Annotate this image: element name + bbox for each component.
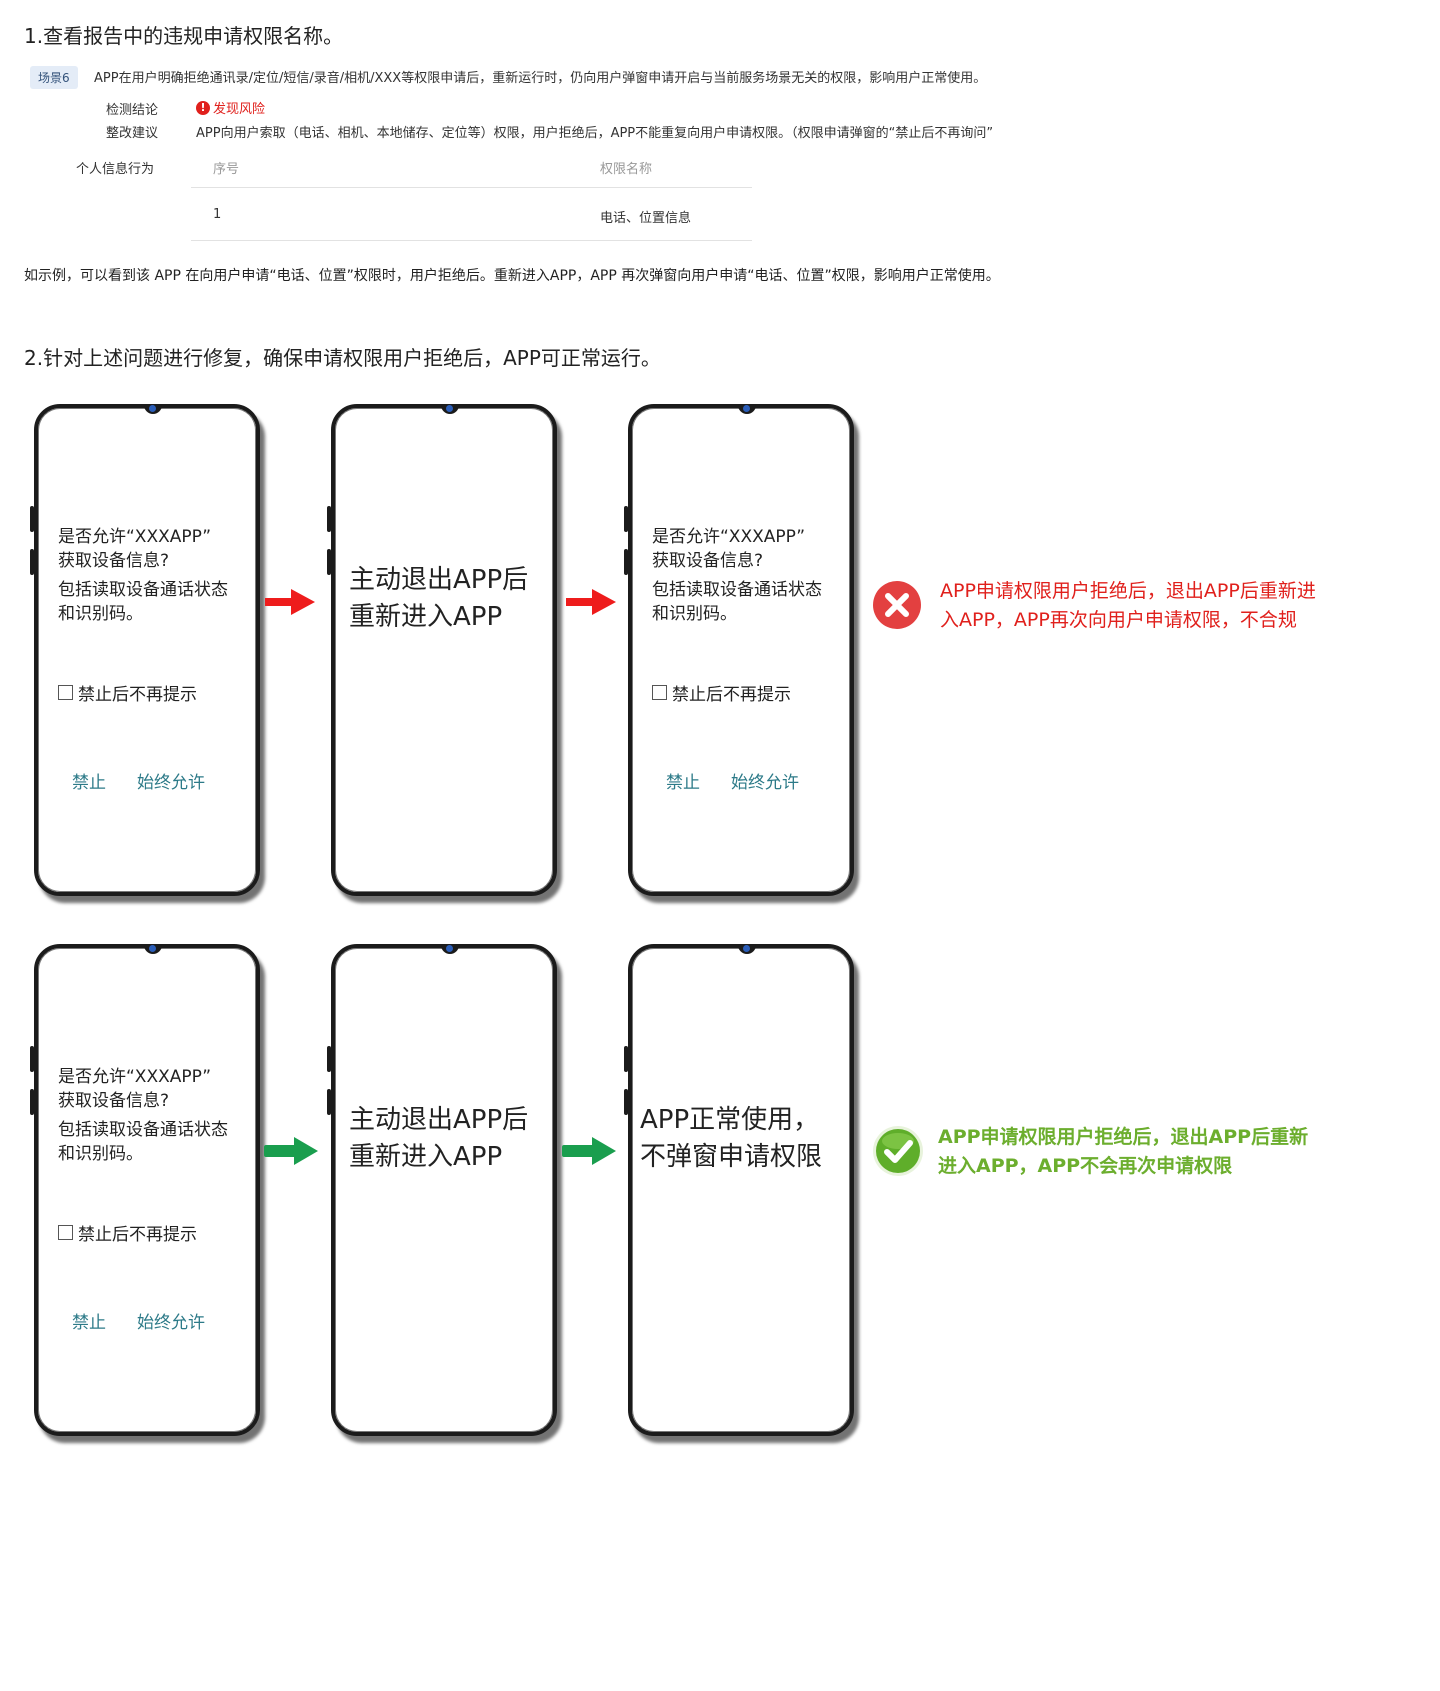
allow-button[interactable]: 始终允许 bbox=[731, 773, 799, 793]
table-header-index: 序号 bbox=[213, 162, 240, 177]
camera-notch bbox=[441, 404, 459, 414]
permission-table: 序号 权限名称 1 电话、位置信息 bbox=[191, 150, 752, 242]
non-compliant-note-line1: APP申请权限用户拒绝后，退出APP后重新进 bbox=[940, 580, 1316, 602]
dialog-detail-1: 包括读取设备通话状态 bbox=[58, 1120, 228, 1140]
red-arrow-icon bbox=[566, 589, 616, 615]
deny-button[interactable]: 禁止 bbox=[666, 773, 700, 793]
dialog-subtitle: 获取设备信息? bbox=[58, 1091, 170, 1111]
table-divider bbox=[191, 187, 752, 188]
dialog-title: 是否允许“XXXAPP” bbox=[652, 527, 805, 547]
dont-ask-checkbox[interactable]: 禁止后不再提示 bbox=[652, 680, 791, 705]
suggest-value: APP向用户索取（电话、相机、本地储存、定位等）权限，用户拒绝后，APP不能重复… bbox=[196, 126, 994, 141]
compliant-note: APP申请权限用户拒绝后，退出APP后重新 进入APP，APP不会再次申请权限 bbox=[938, 1123, 1308, 1181]
allow-button[interactable]: 始终允许 bbox=[137, 1313, 205, 1333]
result-value: ! 发现风险 bbox=[196, 98, 265, 117]
phone-permission-dialog: 是否允许“XXXAPP” 获取设备信息? 包括读取设备通话状态 和识别码。 禁止… bbox=[30, 404, 260, 898]
reenter-text-2: 重新进入APP bbox=[349, 602, 503, 632]
dialog-detail-2: 和识别码。 bbox=[58, 604, 143, 624]
checkbox-icon[interactable] bbox=[58, 1225, 73, 1240]
checkbox-label: 禁止后不再提示 bbox=[78, 1225, 197, 1245]
section1-heading: 1.查看报告中的违规申请权限名称。 bbox=[24, 24, 344, 48]
deny-button[interactable]: 禁止 bbox=[72, 1313, 106, 1333]
normal-text-1: APP正常使用， bbox=[640, 1105, 820, 1135]
camera-notch bbox=[144, 944, 162, 954]
result-value-text: 发现风险 bbox=[213, 102, 266, 117]
green-arrow-icon bbox=[264, 1137, 318, 1165]
reenter-text-1: 主动退出APP后 bbox=[349, 565, 529, 595]
dialog-title: 是否允许“XXXAPP” bbox=[58, 527, 211, 547]
red-x-icon bbox=[873, 581, 921, 629]
phone-reenter: 主动退出APP后 重新进入APP bbox=[327, 404, 557, 898]
red-arrow-icon bbox=[265, 589, 315, 615]
non-compliant-note-line2: 入APP，APP再次向用户申请权限，不合规 bbox=[940, 609, 1297, 631]
dialog-detail-1: 包括读取设备通话状态 bbox=[652, 580, 822, 600]
normal-text-2: 不弹窗申请权限 bbox=[640, 1142, 823, 1172]
table-cell-permission: 电话、位置信息 bbox=[600, 211, 692, 226]
phone-normal-use: APP正常使用， 不弹窗申请权限 bbox=[624, 944, 854, 1438]
checkbox-label: 禁止后不再提示 bbox=[78, 685, 197, 705]
allow-button[interactable]: 始终允许 bbox=[137, 773, 205, 793]
dialog-detail-2: 和识别码。 bbox=[652, 604, 737, 624]
phone-permission-dialog: 是否允许“XXXAPP” 获取设备信息? 包括读取设备通话状态 和识别码。 禁止… bbox=[30, 944, 260, 1438]
checkbox-label: 禁止后不再提示 bbox=[672, 685, 791, 705]
section2-heading: 2.针对上述问题进行修复，确保申请权限用户拒绝后，APP可正常运行。 bbox=[24, 346, 661, 370]
result-label: 检测结论 bbox=[106, 103, 159, 118]
dialog-title: 是否允许“XXXAPP” bbox=[58, 1067, 211, 1087]
compliant-note-line2: 进入APP，APP不会再次申请权限 bbox=[938, 1155, 1233, 1177]
reenter-text-2: 重新进入APP bbox=[349, 1142, 503, 1172]
deny-button[interactable]: 禁止 bbox=[72, 773, 106, 793]
dialog-detail-2: 和识别码。 bbox=[58, 1144, 143, 1164]
dialog-subtitle: 获取设备信息? bbox=[58, 551, 170, 571]
suggest-label: 整改建议 bbox=[106, 126, 159, 141]
phone-permission-dialog-again: 是否允许“XXXAPP” 获取设备信息? 包括读取设备通话状态 和识别码。 禁止… bbox=[624, 404, 854, 898]
phone-reenter: 主动退出APP后 重新进入APP bbox=[327, 944, 557, 1438]
camera-notch bbox=[738, 404, 756, 414]
green-arrow-icon bbox=[562, 1137, 616, 1165]
dialog-subtitle: 获取设备信息? bbox=[652, 551, 764, 571]
green-check-icon bbox=[873, 1126, 923, 1176]
behavior-label: 个人信息行为 bbox=[76, 162, 155, 177]
checkbox-icon[interactable] bbox=[652, 685, 667, 700]
table-header-permission: 权限名称 bbox=[600, 162, 653, 177]
dialog-detail-1: 包括读取设备通话状态 bbox=[58, 580, 228, 600]
checkbox-icon[interactable] bbox=[58, 685, 73, 700]
dont-ask-checkbox[interactable]: 禁止后不再提示 bbox=[58, 680, 197, 705]
camera-notch bbox=[441, 944, 459, 954]
exclamation-circle-icon: ! bbox=[196, 100, 210, 115]
compliant-note-line1: APP申请权限用户拒绝后，退出APP后重新 bbox=[938, 1126, 1309, 1148]
non-compliant-note: APP申请权限用户拒绝后，退出APP后重新进 入APP，APP再次向用户申请权限… bbox=[940, 577, 1316, 635]
camera-notch bbox=[738, 944, 756, 954]
scene-tag: 场景6 bbox=[30, 66, 78, 89]
dont-ask-checkbox[interactable]: 禁止后不再提示 bbox=[58, 1220, 197, 1245]
camera-notch bbox=[144, 404, 162, 414]
example-paragraph: 如示例，可以看到该 APP 在向用户申请“电话、位置”权限时，用户拒绝后。重新进… bbox=[24, 268, 1000, 284]
table-bottom-rule bbox=[191, 240, 752, 241]
scene-description: APP在用户明确拒绝通讯录/定位/短信/录音/相机/XXX等权限申请后，重新运行… bbox=[94, 71, 987, 86]
reenter-text-1: 主动退出APP后 bbox=[349, 1105, 529, 1135]
table-cell-index: 1 bbox=[213, 207, 222, 222]
